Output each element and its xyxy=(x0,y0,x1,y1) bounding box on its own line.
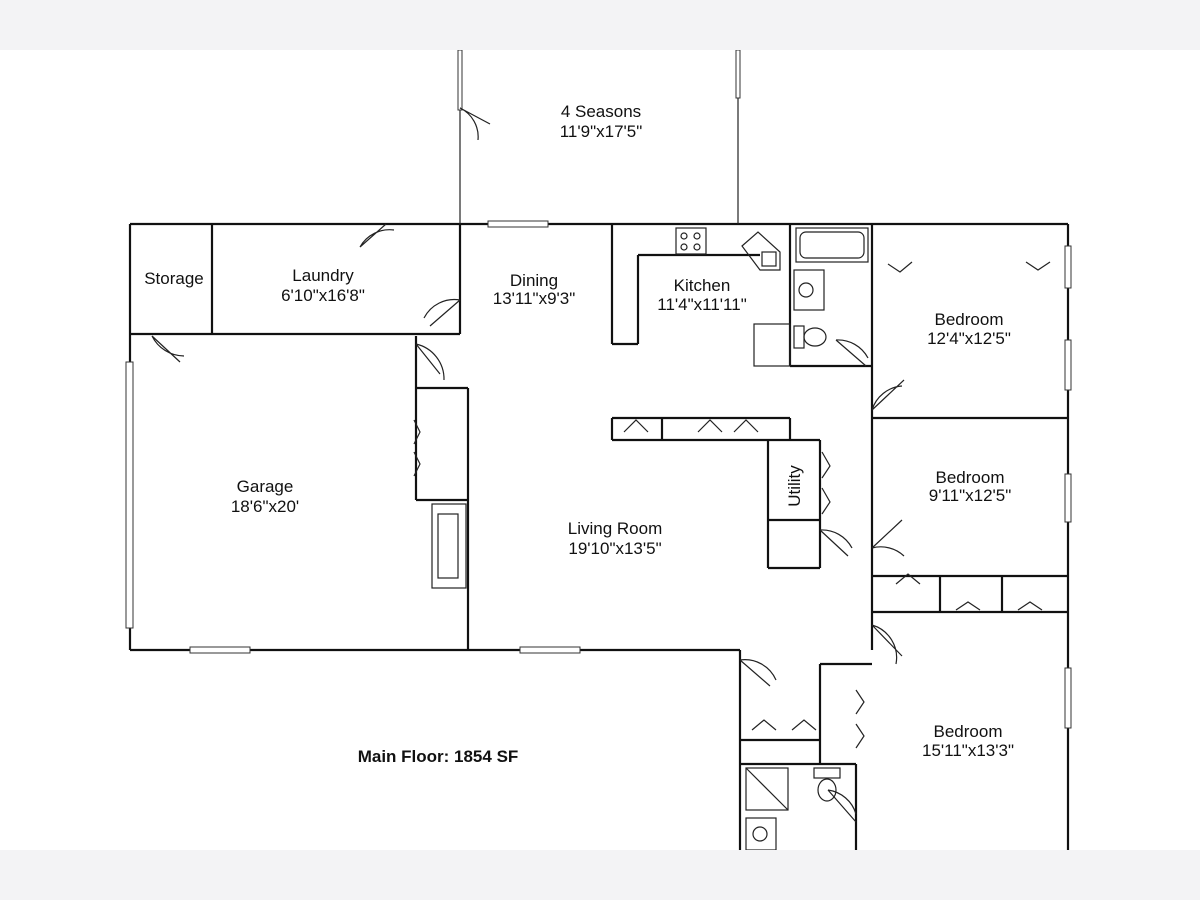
room-size-bedroom-3: 15'11"x13'3" xyxy=(922,741,1014,760)
room-size-dining: 13'11"x9'3" xyxy=(493,289,576,308)
room-name-garage: Garage xyxy=(237,477,294,496)
room-name-bedroom-2: Bedroom xyxy=(936,468,1005,487)
room-name-kitchen: Kitchen xyxy=(674,276,731,295)
room-name-storage: Storage xyxy=(144,269,204,288)
room-name-bedroom-3: Bedroom xyxy=(934,722,1003,741)
closet-doors xyxy=(413,261,1051,749)
room-size-garage: 18'6"x20' xyxy=(231,497,299,516)
fixtures xyxy=(431,227,869,850)
floor-plan-canvas: 4 Seasons 11'9"x17'5" Storage Laundry 6'… xyxy=(0,50,1200,850)
room-name-bedroom-1: Bedroom xyxy=(935,310,1004,329)
room-name-dining: Dining xyxy=(510,271,558,290)
four-seasons-walls xyxy=(457,50,741,224)
room-name-laundry: Laundry xyxy=(292,266,354,285)
room-labels: 4 Seasons 11'9"x17'5" Storage Laundry 6'… xyxy=(144,102,1014,766)
floor-plan-drawing: 4 Seasons 11'9"x17'5" Storage Laundry 6'… xyxy=(125,50,1072,850)
room-size-living-room: 19'10"x13'5" xyxy=(568,539,661,558)
room-size-laundry: 6'10"x16'8" xyxy=(281,286,365,305)
floor-area-title: Main Floor: 1854 SF xyxy=(358,747,519,766)
windows xyxy=(125,220,1072,729)
room-name-living-room: Living Room xyxy=(568,519,663,538)
room-size-bedroom-2: 9'11"x12'5" xyxy=(929,486,1012,505)
room-size-kitchen: 11'4"x11'11" xyxy=(657,295,746,314)
room-size-bedroom-1: 12'4"x12'5" xyxy=(927,329,1011,348)
doors xyxy=(151,223,905,823)
room-size-4-seasons: 11'9"x17'5" xyxy=(560,122,643,141)
room-name-4-seasons: 4 Seasons xyxy=(561,102,641,121)
room-name-utility: Utility xyxy=(785,465,804,507)
